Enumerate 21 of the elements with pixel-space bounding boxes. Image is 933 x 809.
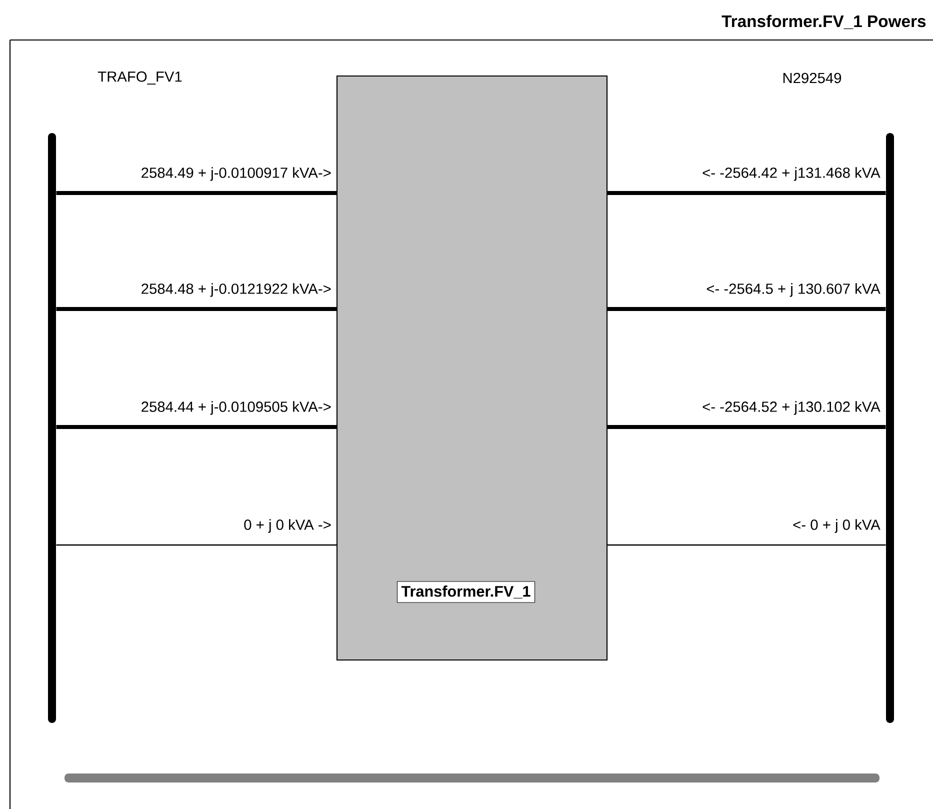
edge-label: 2584.49 + j-0.0100917 kVA-> [142,167,331,181]
edge-label: <- -2564.5 + j 130.607 kVA [706,283,880,297]
line [608,425,886,429]
edge-label: 2584.48 + j-0.0121922 kVA-> [142,283,331,297]
edge-label: <- -2564.42 + j131.468 kVA [702,167,880,181]
bar [64,774,880,782]
line [608,191,886,195]
transformer-box: Transformer.FV_1 [336,75,608,661]
line [608,307,886,311]
line [56,425,336,429]
line [56,544,336,546]
title: Transformer.FV_1 Powers [722,14,926,30]
node-label: TRAFO_FV1 [98,71,182,85]
line [56,307,336,311]
node-label: N292549 [783,72,842,84]
edge-label: <- 0 + j 0 kVA [793,519,880,533]
edge-label: 2584.44 + j-0.0109505 kVA-> [142,401,331,415]
line [56,191,336,195]
line [608,544,886,546]
edge-label: 0 + j 0 kVA -> [244,519,331,533]
edge-label: <- -2564.52 + j130.102 kVA [702,401,880,415]
